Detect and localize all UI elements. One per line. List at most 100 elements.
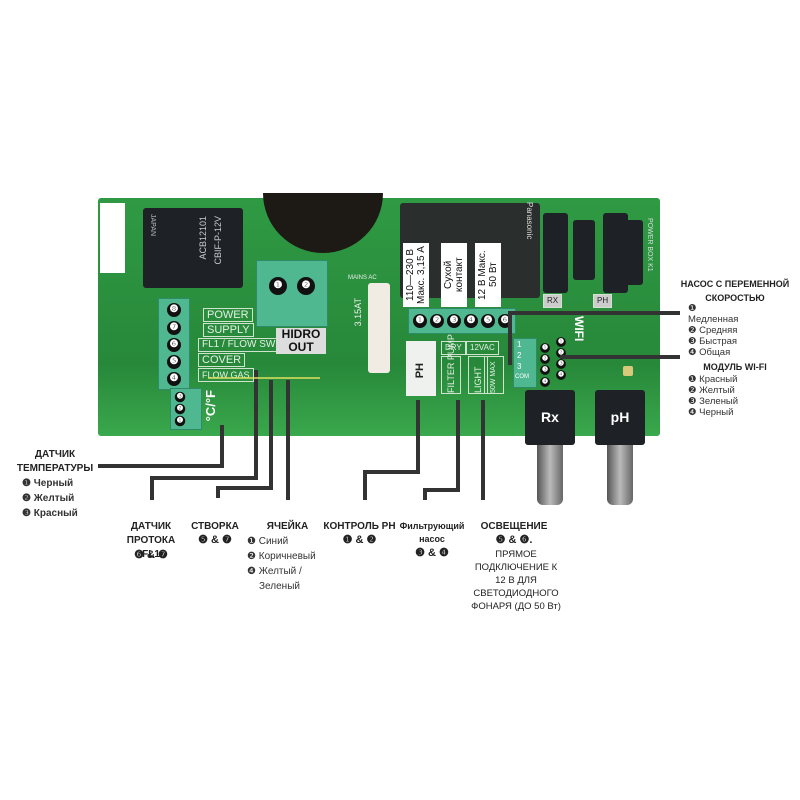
pin-8: ❽: [167, 303, 181, 317]
bnc-rx-body: [537, 445, 563, 505]
line-pump: [508, 311, 680, 365]
silk-cover: COVER: [198, 353, 246, 367]
light-pins: ❺ & ❻.: [495, 534, 533, 546]
pump-item: ❹ Общая: [688, 347, 731, 358]
filter-pins: ❸ & ❹: [415, 547, 449, 559]
led-pad: [623, 366, 633, 376]
silk-supply: SUPPLY: [203, 323, 254, 337]
pump-item: Медленная: [688, 314, 739, 325]
silk-dry: DRY: [441, 341, 466, 355]
terminal-temp: ❸ ❷ ❶: [170, 388, 202, 430]
cell-list: ❶ Синий ❷ Коричневый ❹ Желтый / Зеленый: [247, 534, 316, 594]
bnc-rx[interactable]: Rx: [525, 390, 575, 445]
terminal-left: ❽ ❼ ❻ ❺ ❹: [158, 298, 190, 390]
wifi-terminal: 1 2 3 COM: [513, 338, 537, 388]
line-flow: [150, 370, 258, 500]
temp-title: ДАТЧИК ТЕМПЕРАТУРЫ: [16, 449, 94, 474]
power-box-label: POWER BOX K1: [646, 218, 653, 272]
pin-4: ❹: [167, 372, 181, 386]
flow-pins: ❻ & ❼: [134, 549, 168, 561]
hidro-pin-1: ❶: [269, 277, 287, 295]
wifi-t2: 2: [517, 351, 522, 360]
light-title: ОСВЕЩЕНИЕ: [480, 521, 548, 532]
header-rx: [543, 213, 568, 293]
white-connector: [100, 203, 125, 273]
main-pin-5: ❺: [481, 314, 495, 328]
main-terminal: ❶ ❷ ❸ ❹ ❺ ❻: [408, 308, 516, 334]
bnc-ph[interactable]: pH: [595, 390, 645, 445]
cell-item: ❹ Желтый /: [247, 566, 302, 577]
label-rx: RX: [543, 294, 563, 308]
wifi-t3: 3: [517, 362, 522, 371]
wifi-list: ❶ Красный ❷ Желтый ❸ Зеленый ❹ Черный: [688, 374, 738, 418]
flow-title: ДАТЧИК ПРОТОКА FL1: [126, 521, 176, 560]
pump-title: НАСОС С ПЕРЕМЕННОЙ СКОРОСТЬЮ: [680, 279, 790, 303]
pin-2: ❷: [174, 403, 186, 415]
wifi-title: МОДУЛЬ WI-FI: [703, 362, 767, 372]
silk-12vac: 12VAC: [466, 341, 499, 355]
pin-3: ❸: [174, 391, 186, 403]
cell-title: ЯЧЕЙКА: [266, 521, 309, 532]
pin-5: ❺: [167, 355, 181, 369]
mains-ac: MAINS AC: [348, 275, 377, 281]
line-temp: [98, 425, 224, 468]
pin-7: ❼: [167, 321, 181, 335]
relay-left-japan: JAPAN: [149, 214, 156, 237]
hidro-terminal: ❶ ❷: [256, 260, 328, 327]
cover-pins: ❺ & ❼: [198, 534, 232, 546]
temp-item: ❸ Красный: [22, 508, 78, 519]
line-ph: [363, 400, 420, 500]
temp-list: ❶ Черный ❷ Желтый ❸ Красный: [22, 476, 78, 521]
temp-item: ❶ Черный: [22, 478, 74, 489]
hidro-out-label: HIDRO OUT: [276, 328, 326, 354]
wifi-pin-2: ❷: [556, 348, 566, 358]
pin-1: ❶: [174, 415, 186, 427]
pump-pin-2: ❷: [540, 354, 550, 364]
pump-item: ❷ Средняя: [688, 325, 738, 336]
wifi-pin-4: ❹: [556, 370, 566, 380]
main-pin-4: ❹: [464, 314, 478, 328]
wifi-item: ❹ Черный: [688, 407, 734, 418]
cover-title: СТВОРКА: [191, 521, 239, 532]
ph-title: КОНТРОЛЬ PH: [323, 521, 396, 532]
wifi-item: ❷ Желтый: [688, 385, 735, 396]
ic-1: [573, 220, 595, 280]
pump-list: ❶ Медленная ❷ Средняя ❸ Быстрая ❹ Общая: [688, 303, 738, 358]
pump-pin-3: ❸: [540, 365, 550, 375]
pump-pin-4: ❹: [540, 377, 550, 387]
wifi-t1: 1: [517, 340, 522, 349]
line-filter: [423, 400, 460, 500]
cell-item: ❶ Синий: [247, 536, 289, 547]
cell-item: ❷ Коричневый: [247, 551, 316, 562]
ph-box: PH: [406, 341, 436, 396]
pin-6: ❻: [167, 338, 181, 352]
pump-item: ❶: [688, 303, 697, 314]
silk-power: POWER: [203, 308, 253, 322]
bnc-ph-body: [607, 445, 633, 505]
pcb-board: JAPAN CBIF-P-12V ACB12101 ❽ ❼ ❻ ❺ ❹ ❸ ❷ …: [98, 193, 660, 436]
main-pin-2: ❷: [430, 314, 444, 328]
pump-pin-1: ❶: [540, 343, 550, 353]
ph-pins: ❶ & ❷: [342, 534, 377, 546]
temp-item: ❷ Желтый: [22, 493, 75, 504]
light-desc: ПРЯМОЕ ПОДКЛЮЧЕНИЕ К 12 В ДЛЯ СВЕТОДИОДН…: [471, 549, 561, 612]
silk-flow-gas: FLOW GAS: [198, 368, 254, 382]
wifi-item: ❸ Зеленый: [688, 396, 739, 407]
relay-left: JAPAN CBIF-P-12V ACB12101: [143, 208, 243, 288]
wifi-silk: WIFI: [572, 316, 586, 342]
ic-2: [618, 220, 643, 285]
filter-title: Фильтрующий насос: [399, 521, 465, 544]
main-pin-3: ❸: [447, 314, 461, 328]
main-pin-1: ❶: [413, 314, 427, 328]
fuse: [368, 283, 390, 373]
wifi-pin-1: ❶: [556, 337, 566, 347]
wifi-com: COM: [515, 374, 529, 380]
wifi-pin-3: ❸: [556, 359, 566, 369]
line-cover: [216, 380, 273, 498]
wifi-item: ❶ Красный: [688, 374, 738, 385]
hidro-pin-2: ❷: [297, 277, 315, 295]
relay-brand: Panasonic: [525, 202, 534, 240]
cell-item: Зеленый: [259, 581, 300, 592]
pump-item: ❸ Быстрая: [688, 336, 738, 347]
